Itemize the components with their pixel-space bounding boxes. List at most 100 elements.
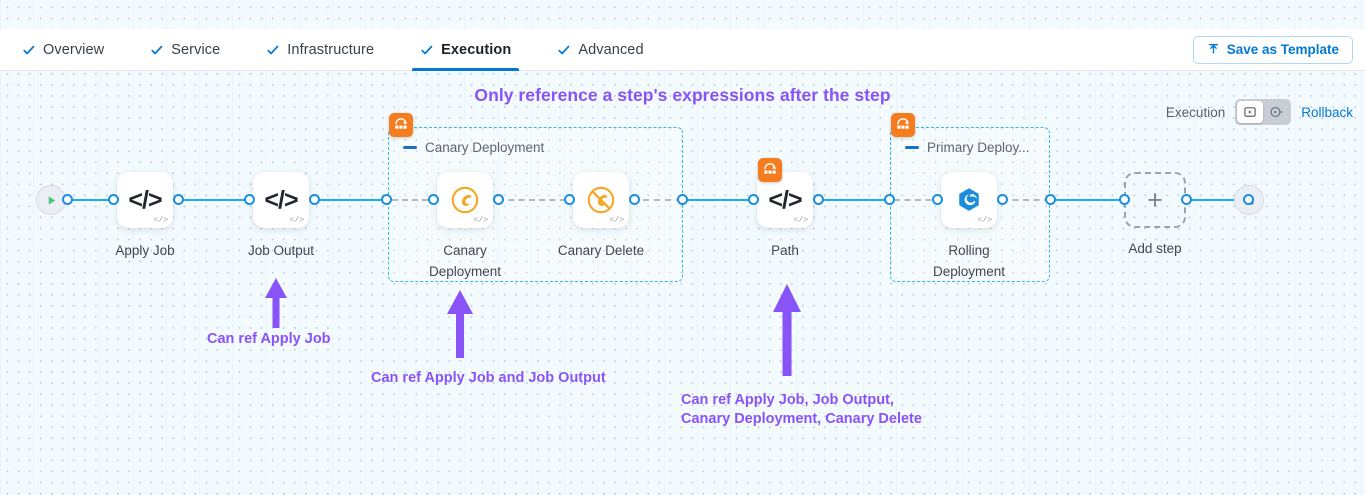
annotation-arrow-canary-deployment	[447, 290, 473, 358]
code-icon: </>	[768, 185, 802, 214]
code-badge-icon: </>	[609, 216, 624, 225]
plus-icon: +	[1147, 184, 1163, 215]
canary-group-badge[interactable]	[389, 113, 413, 137]
port-apply-job-in[interactable]	[108, 194, 119, 205]
step-node-job-output[interactable]: </> </>	[253, 172, 309, 228]
add-step-label: Add step	[1128, 241, 1182, 256]
port-rolling-deployment-out[interactable]	[997, 194, 1008, 205]
code-badge-icon: </>	[153, 216, 168, 225]
step-node-path[interactable]: </> </>	[757, 172, 813, 228]
label-line-2: Deployment	[932, 264, 1006, 279]
start-node[interactable]	[36, 185, 66, 215]
primary-group-badge[interactable]	[891, 113, 915, 137]
port-path-in[interactable]	[748, 194, 759, 205]
code-badge-icon: </>	[289, 216, 304, 225]
step-label-apply-job: Apply Job	[115, 243, 175, 258]
tab-label: Execution	[441, 41, 512, 58]
page-title: Only reference a step's expressions afte…	[474, 85, 891, 105]
code-badge-icon: </>	[793, 216, 808, 225]
tab-overview[interactable]: Overview	[14, 29, 120, 70]
collapse-group-icon[interactable]	[403, 146, 417, 149]
annotation-path-line-2: Canary Deployment, Canary Delete	[681, 411, 922, 427]
port-end-in[interactable]	[1243, 194, 1254, 205]
port-path-out[interactable]	[813, 194, 824, 205]
port-canary-delete-in[interactable]	[564, 194, 575, 205]
edge-group-entry-canary-deployment	[392, 199, 438, 201]
step-node-canary-deployment[interactable]: </>	[437, 172, 493, 228]
port-rolling-deployment-in[interactable]	[932, 194, 943, 205]
tab-label: Overview	[43, 41, 105, 58]
port-canary-delete-out[interactable]	[629, 194, 640, 205]
edge-group-entry-rolling-deployment	[894, 199, 942, 201]
edge-canary-deployment-to-canary-delete	[498, 199, 576, 201]
check-icon	[23, 45, 35, 54]
group-header: Canary Deployment	[403, 140, 544, 155]
collapse-group-icon[interactable]	[905, 146, 919, 149]
tab-infrastructure[interactable]: Infrastructure	[258, 29, 390, 70]
port-primary-group-out[interactable]	[1045, 194, 1056, 205]
port-apply-job-out[interactable]	[173, 194, 184, 205]
upload-icon	[1208, 44, 1218, 54]
check-icon	[267, 45, 279, 54]
save-as-template-button[interactable]: Save as Template	[1192, 35, 1353, 64]
annotation-job-output: Can ref Apply Job	[207, 331, 331, 347]
toggle-rollback-view-button[interactable]	[1263, 101, 1289, 123]
group-label: Canary Deployment	[425, 140, 545, 155]
canary-delete-icon	[587, 186, 615, 214]
rolling-deployment-icon	[959, 188, 979, 211]
label-line-1: Canary	[443, 243, 487, 258]
check-icon	[151, 45, 163, 54]
edge-apply-job-to-job-output	[178, 199, 254, 201]
tab-label: Infrastructure	[287, 41, 375, 58]
port-add-step-out[interactable]	[1181, 194, 1192, 205]
edge-canary-delete-to-group-exit	[632, 199, 682, 201]
step-label-canary-delete: Canary Delete	[557, 243, 645, 258]
play-icon	[48, 195, 55, 205]
tab-list: Overview Service Infrastructure Executio…	[0, 29, 682, 71]
execution-rollback-control: Execution Rollback	[1166, 99, 1353, 125]
check-icon	[558, 45, 570, 54]
step-node-rolling-deployment[interactable]: </>	[941, 172, 997, 228]
code-icon: </>	[128, 185, 162, 214]
tab-execution[interactable]: Execution	[412, 29, 527, 71]
tab-label: Advanced	[578, 41, 644, 58]
step-node-apply-job[interactable]: </> </>	[117, 172, 173, 228]
path-step-group-badge[interactable]	[758, 158, 782, 182]
annotation-arrow-job-output	[265, 278, 287, 328]
edge-rolling-deployment-to-group-exit	[1002, 199, 1050, 201]
edge-primary-group-to-add-step	[1050, 199, 1126, 201]
code-badge-icon: </>	[473, 216, 488, 225]
port-job-output-in[interactable]	[244, 194, 255, 205]
tab-label: Service	[171, 41, 221, 58]
edge-add-step-to-end	[1186, 199, 1248, 201]
add-step-button[interactable]: +	[1124, 172, 1186, 228]
port-primary-group-in[interactable]	[884, 194, 895, 205]
rollback-button[interactable]: Rollback	[1301, 104, 1353, 120]
execution-view-toggle[interactable]	[1235, 99, 1292, 125]
port-canary-deployment-out[interactable]	[493, 194, 504, 205]
step-node-canary-delete[interactable]: </>	[573, 172, 629, 228]
rollback-view-icon	[1270, 106, 1283, 118]
port-canary-deployment-in[interactable]	[428, 194, 439, 205]
step-group-icon	[395, 118, 407, 129]
port-job-output-out[interactable]	[309, 194, 320, 205]
port-canary-group-in[interactable]	[381, 194, 392, 205]
toggle-execution-view-button[interactable]	[1237, 101, 1264, 123]
step-label-job-output: Job Output	[247, 243, 315, 258]
port-start-out[interactable]	[62, 194, 73, 205]
edge-job-output-to-canary-group	[314, 199, 390, 201]
execution-label: Execution	[1165, 104, 1226, 120]
tab-advanced[interactable]: Advanced	[549, 29, 659, 70]
tab-service[interactable]: Service	[142, 29, 236, 70]
annotation-path-line-1: Can ref Apply Job, Job Output,	[681, 392, 894, 408]
group-header: Primary Deploy...	[905, 140, 1030, 155]
step-label-path: Path	[771, 243, 799, 258]
port-canary-group-out[interactable]	[677, 194, 688, 205]
code-badge-icon: </>	[977, 216, 992, 225]
port-add-step-in[interactable]	[1119, 194, 1130, 205]
annotation-canary-deployment: Can ref Apply Job and Job Output	[371, 370, 606, 386]
edge-path-to-primary-group	[818, 199, 894, 201]
